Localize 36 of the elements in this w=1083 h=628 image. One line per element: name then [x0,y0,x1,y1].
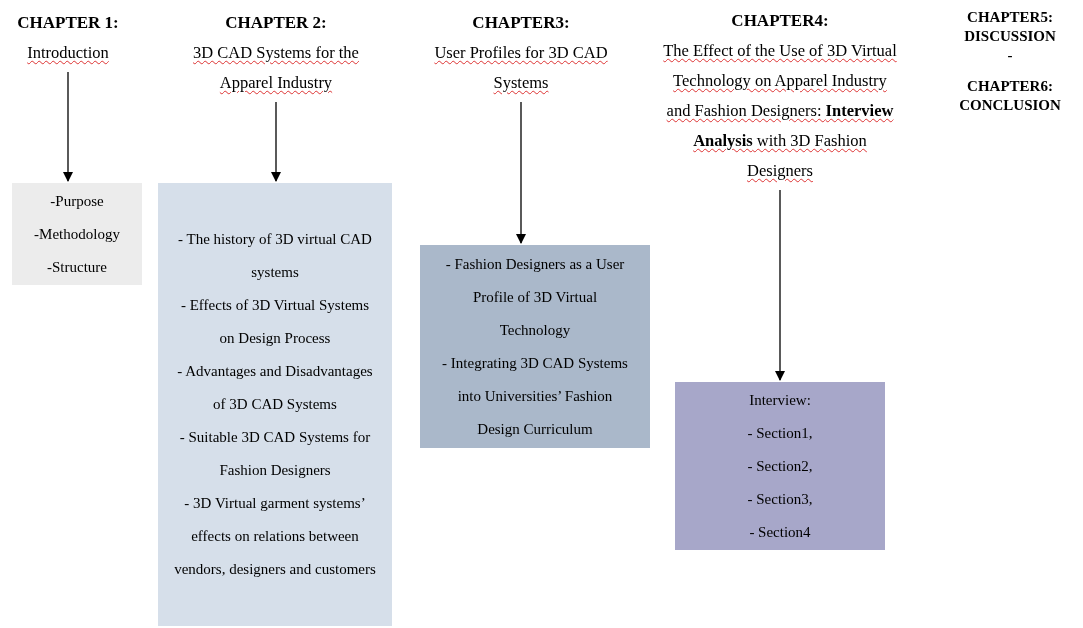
content-box [158,183,392,626]
topic-item: -Purpose [50,191,104,211]
chapter-heading: CHAPTER 2: [225,12,327,34]
separator-dash: - [1007,46,1013,65]
topic-item: Interview: [749,390,811,410]
chapter-title: 3D CAD Systems for the Apparel Industry [192,42,360,94]
chapter-heading: CHAPTER3: [472,12,570,34]
arrow [271,101,281,182]
content-box [675,382,885,550]
topic-item: - Section3, [747,489,813,509]
chapter-title: The Effect of the Use of 3D Virtual Technology on Apparel Industry and Fashion Designers: Interview Analysis with 3D Fashion Designers [662,40,898,182]
topic-item: -Methodology [34,224,120,244]
topic-item: - Suitable 3D CAD Systems for Fashion Designers [178,428,372,480]
topic-item: - Section1, [747,423,813,443]
topic-item: - Advantages and Disadvantages of 3D CAD Systems [176,362,374,414]
topic-item: - Integrating 3D CAD Systems into Universities’ Fashion Design Curriculum [441,353,629,439]
chapter-label: DISCUSSION [964,27,1056,46]
chapter-heading: CHAPTER 1: [17,12,119,34]
content-box [420,245,650,448]
arrow [63,71,73,182]
arrow [516,101,526,244]
topic-item: -Structure [47,257,107,277]
topic-item: - Section2, [747,456,813,476]
chapter-title: User Profiles for 3D CAD Systems [433,42,609,94]
chapter-heading: CHAPTER4: [731,10,829,32]
topic-item: - 3D Virtual garment systems’ effects on relations between vendors, designers and customers [174,494,376,579]
topic-item: - Effects of 3D Virtual Systems on Design Process [179,296,371,348]
content-box [12,183,142,285]
topic-item: - Fashion Designers as a User Profile of 3D Virtual Technology [444,254,626,340]
chapter-title: Introduction [27,42,109,64]
arrow [775,189,785,381]
chapter-label: CONCLUSION [959,96,1061,115]
topic-item: - The history of 3D virtual CAD systems [177,230,373,282]
chapter-label: CHAPTER6: [967,77,1053,96]
chapter-label: CHAPTER5: [967,8,1053,27]
topic-item: - Section4 [749,522,811,542]
